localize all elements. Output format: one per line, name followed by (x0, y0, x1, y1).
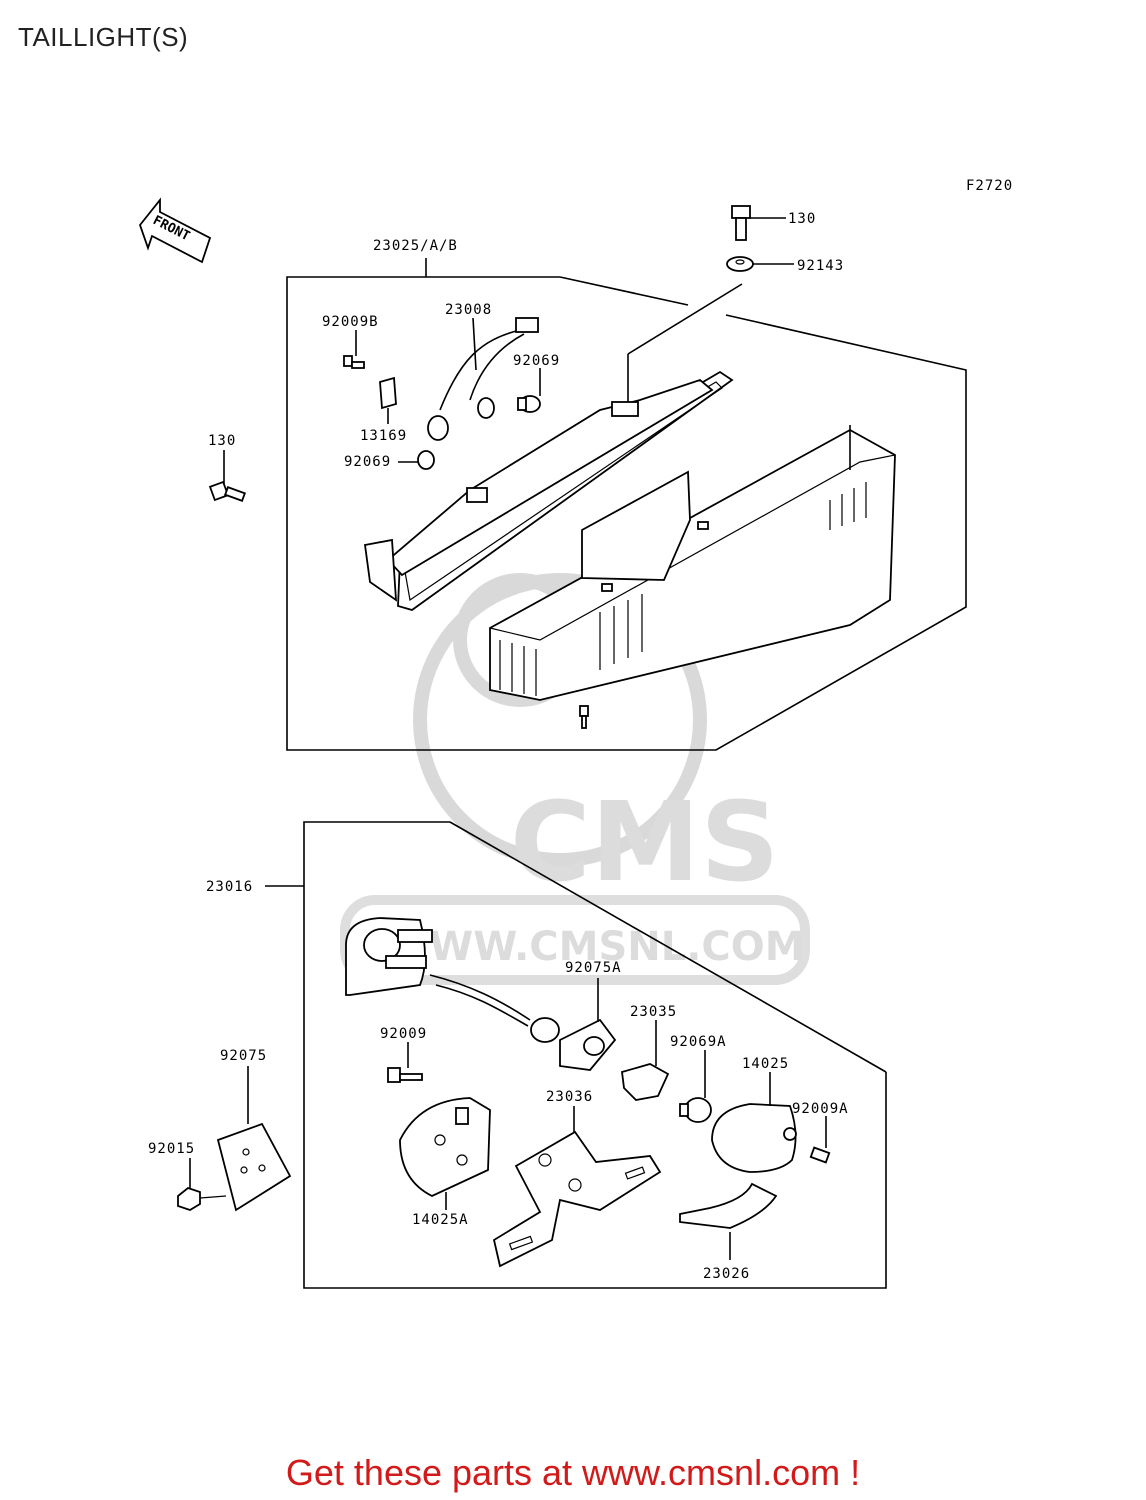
lens-grille-right (829, 482, 867, 530)
taillight-assembly-group: 23025/A/B 130 92143 (286, 205, 967, 751)
label-130-top: 130 (788, 211, 816, 227)
bulb-92069-lower (398, 450, 435, 470)
label-23026: 23026 (703, 1266, 750, 1282)
small-screw-lens (579, 705, 589, 729)
page-title: TAILLIGHT(S) (18, 22, 189, 52)
bolt-130-left (208, 450, 246, 502)
bulb-92069-upper (517, 368, 541, 413)
watermark: CMS WWW.CMSNL.COM (340, 573, 810, 985)
label-23025: 23025/A/B (373, 238, 458, 254)
lens-grille-center (599, 594, 643, 670)
front-arrow-icon: FRONT (138, 197, 212, 264)
label-13169: 13169 (360, 428, 407, 444)
taillight-lens (489, 425, 896, 701)
watermark-url-text: WWW.CMSNL.COM (385, 924, 805, 970)
screw-92009a (809, 1116, 831, 1164)
label-92075a: 92075A (565, 960, 622, 976)
watermark-logo-text: CMS (510, 778, 779, 906)
pad-92075 (216, 1066, 292, 1212)
taillight-base-housing (363, 370, 734, 611)
label-14025: 14025 (742, 1056, 789, 1072)
label-23036: 23036 (546, 1089, 593, 1105)
label-92143: 92143 (797, 258, 844, 274)
nut-92015 (177, 1158, 227, 1211)
socket-92075a (429, 974, 617, 1071)
lens-grille-left (499, 640, 537, 696)
label-23008: 23008 (445, 302, 492, 318)
label-92069-upper: 92069 (513, 353, 560, 369)
screw-92009 (387, 1042, 423, 1083)
housing-14025a (399, 1097, 491, 1210)
label-23016: 23016 (206, 879, 253, 895)
reflector-bracket (581, 470, 691, 581)
license-light-group: 23016 92075A 23035 (206, 821, 887, 1289)
screw-92009b (343, 330, 365, 369)
label-92009a: 92009A (792, 1101, 849, 1117)
plate-13169 (379, 376, 397, 424)
label-92069-lower: 92069 (344, 454, 391, 470)
cover-23026 (679, 1182, 778, 1260)
label-92009b: 92009B (322, 314, 379, 330)
bolt-130-top (731, 205, 786, 241)
small-screw-bracket-2 (601, 583, 613, 592)
label-92075: 92075 (220, 1048, 267, 1064)
figure-code: F2720 (966, 178, 1013, 194)
label-92069a: 92069A (670, 1034, 727, 1050)
washer-92143 (627, 256, 794, 410)
label-130-left: 130 (208, 433, 236, 449)
label-23035: 23035 (630, 1004, 677, 1020)
clip-23035 (621, 1020, 670, 1101)
small-screw-bracket-1 (697, 521, 709, 530)
lens-14025 (711, 1072, 797, 1173)
label-92009: 92009 (380, 1026, 427, 1042)
bulb-92069a (679, 1050, 712, 1123)
label-92015: 92015 (148, 1141, 195, 1157)
label-14025a: 14025A (412, 1212, 469, 1228)
bracket-23036 (492, 1106, 662, 1268)
footer-link[interactable]: Get these parts at www.cmsnl.com ! (285, 1452, 861, 1493)
socket-wire-23008 (427, 317, 539, 441)
license-light-housing (345, 917, 433, 996)
